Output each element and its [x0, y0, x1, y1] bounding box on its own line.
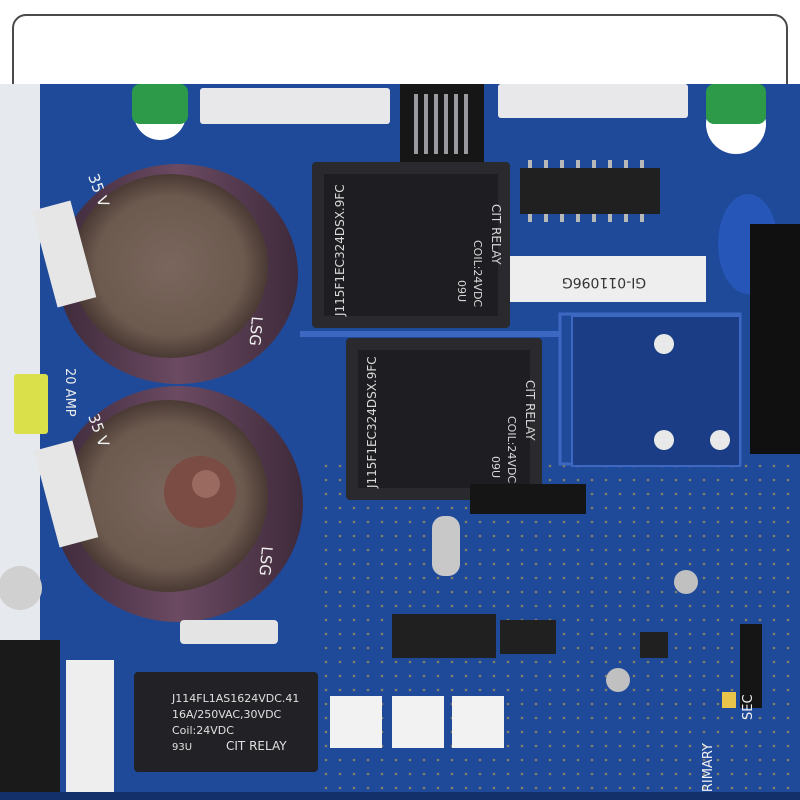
sec-marker: [722, 692, 736, 708]
relay-bottom-code: 93U: [172, 742, 192, 753]
relay-middle: J115F1EC324DSX.9FC CIT RELAY COIL:24VDC …: [346, 338, 542, 500]
fuse: [14, 374, 48, 434]
connector-white: [392, 696, 444, 748]
small-capacitor: [0, 566, 42, 610]
solder-pad: [710, 430, 730, 450]
photo-bottom-edge: [0, 792, 800, 800]
ic-chip: [520, 168, 660, 214]
circuit-board-photo: GI-011096G 35 V LSG 35 V LSG: [0, 84, 800, 800]
capacitor-bottom-brand: LSG: [255, 546, 276, 577]
fuse-label: 20 AMP: [62, 368, 77, 417]
bracket: [180, 620, 278, 644]
connector-white: [452, 696, 504, 748]
relay-top-code: 09U: [455, 280, 468, 302]
relay-bottom-part: J114FL1AS1624VDC.41: [171, 692, 299, 705]
small-capacitor: [674, 570, 698, 594]
relay-bottom-brand: CIT RELAY: [226, 739, 287, 753]
heatsink-block: [750, 224, 800, 454]
label-primary: PRIMARY: [701, 743, 716, 800]
ic-pins: [528, 160, 644, 222]
sticker-top-left: [200, 88, 390, 124]
ic-chip: [640, 632, 668, 658]
capacitor-top-brand: LSG: [245, 316, 266, 347]
ic-chip: [500, 620, 556, 654]
solder-pad: [654, 430, 674, 450]
relay-middle-part: J115F1EC324DSX.9FC: [365, 356, 379, 489]
pin-header: [470, 484, 586, 514]
pin-header-vertical: [740, 624, 762, 708]
solder-pad: [654, 334, 674, 354]
part-sticker-text: GI-011096G: [562, 274, 646, 290]
crystal: [432, 516, 460, 576]
relay-top: J115F1EC324DSX.9FC CIT RELAY COIL:24VDC …: [312, 162, 510, 328]
relay-bottom-coil: Coil:24VDC: [172, 724, 234, 737]
connector-left: [66, 660, 114, 800]
relay-middle-brand: CIT RELAY: [523, 380, 537, 441]
relay-top-brand: CIT RELAY: [489, 204, 503, 265]
relay-middle-code: 09U: [489, 456, 502, 478]
mount-post-green: [706, 84, 766, 124]
connector-pins: [414, 94, 468, 154]
relay-top-coil: COIL:24VDC: [471, 240, 484, 307]
relay-bottom-rating: 16A/250VAC,30VDC: [172, 708, 282, 721]
relay-bottom: J114FL1AS1624VDC.41 16A/250VAC,30VDC Coi…: [134, 672, 318, 772]
top-connector: [400, 84, 484, 164]
mount-post-green: [132, 84, 188, 124]
label-sec: SEC: [741, 694, 756, 720]
terminal-block: [0, 640, 60, 800]
part-sticker: [510, 256, 706, 302]
small-capacitor: [606, 668, 630, 692]
connector-white: [330, 696, 382, 748]
capacitor-top: 35 V LSG: [31, 164, 298, 384]
relay-middle-coil: COIL:24VDC: [505, 416, 518, 483]
relay-top-part: J115F1EC324DSX.9FC: [333, 184, 347, 317]
ic-chip: [392, 614, 496, 658]
capacitor-bottom: 35 V LSG: [33, 386, 303, 622]
pcb-illustration: GI-011096G 35 V LSG 35 V LSG: [0, 84, 800, 800]
sticker-top-right: [498, 84, 688, 118]
